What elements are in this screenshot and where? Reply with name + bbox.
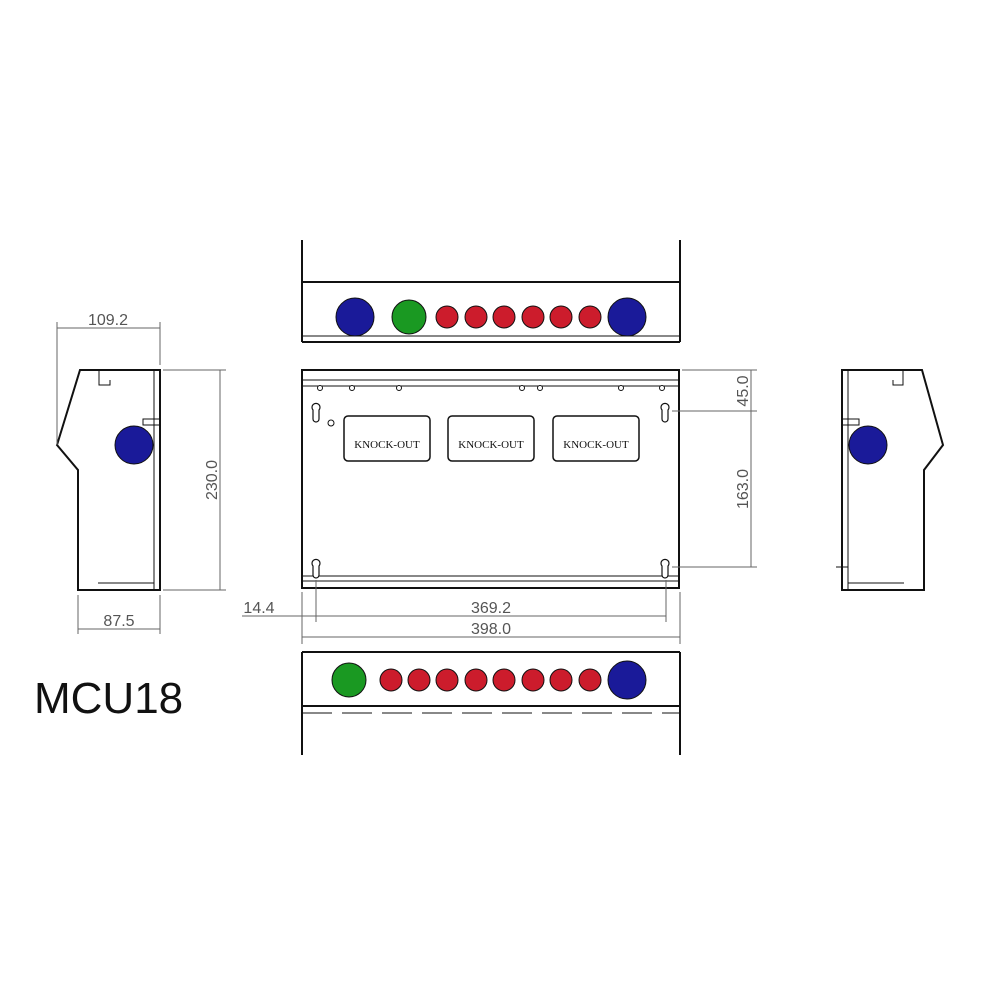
dim-side-top-width: 109.2 [88,312,128,329]
top-small-gland-3 [435,305,459,329]
top-small-gland-5 [492,305,516,329]
rail-holes [317,385,665,427]
front-view: KNOCK-OUT KNOCK-OUT KNOCK-OUT [301,369,680,589]
dimension-hole-spacing-horizontal: 369.2 [315,580,667,622]
top-small-gland-4 [464,305,488,329]
dimension-side-top-width: 109.2 [56,312,161,445]
bottom-small-gland-4 [435,668,459,692]
dim-total-width: 398.0 [471,621,511,638]
knockout-panel-1: KNOCK-OUT [343,415,431,462]
bottom-small-gland-2 [379,668,403,692]
dimension-side-height: 230.0 [163,369,226,591]
bottom-gland-row [331,660,647,700]
top-large-gland-9 [607,297,647,337]
right-side-view [836,369,945,591]
bottom-small-gland-8 [549,668,573,692]
bottom-small-gland-3 [407,668,431,692]
keyhole-mounting-holes [311,402,670,579]
top-medium-gland-2 [391,299,427,335]
dim-top-margin: 45.0 [735,375,752,406]
dimension-side-bottom-width: 87.5 [77,595,161,634]
dim-edge-offset: 14.4 [243,600,274,617]
bottom-medium-gland-1 [331,662,367,698]
dimension-hole-spacing-vertical: 163.0 [672,411,757,568]
knockout-panel-3: KNOCK-OUT [552,415,640,462]
bottom-view [301,651,681,755]
dimension-edge-offset: 14.4 [242,600,316,617]
top-view [301,240,681,343]
top-small-gland-8 [578,305,602,329]
dim-side-bottom-width: 87.5 [103,613,134,630]
dim-hole-spacing-horizontal: 369.2 [471,600,511,617]
top-small-gland-7 [549,305,573,329]
bottom-small-gland-9 [578,668,602,692]
model-title: MCU18 [34,674,184,723]
knockout-panel-2: KNOCK-OUT [447,415,535,462]
side-cable-gland-right [848,425,888,465]
side-cable-gland [114,425,154,465]
bottom-small-gland-5 [464,668,488,692]
bottom-small-gland-7 [521,668,545,692]
top-small-gland-6 [521,305,545,329]
dim-hole-spacing-vertical: 163.0 [735,469,752,509]
left-side-view [55,369,161,591]
knockout-label-3: KNOCK-OUT [563,439,629,451]
knockout-label-2: KNOCK-OUT [458,439,524,451]
knockout-label-1: KNOCK-OUT [354,439,420,451]
dimension-top-margin: 45.0 [672,369,757,412]
dimension-total-width: 398.0 [301,592,681,644]
top-large-gland-1 [335,297,375,337]
bottom-large-gland-10 [607,660,647,700]
dim-side-height: 230.0 [204,460,221,500]
bottom-small-gland-6 [492,668,516,692]
top-gland-row [335,297,647,337]
